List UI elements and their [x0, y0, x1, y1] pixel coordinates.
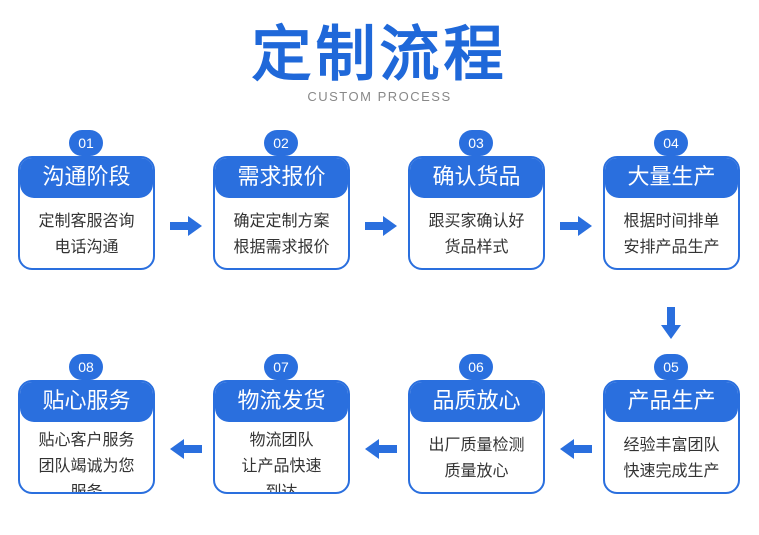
page-subtitle: CUSTOM PROCESS [307, 89, 452, 104]
step-title: 产品生产 [605, 382, 738, 422]
step-description: 确定定制方案 根据需求报价 [215, 198, 348, 260]
page-title: 定制流程 [251, 20, 508, 90]
step-line: 到达 [265, 482, 298, 494]
step-card-08: 08 贴心服务 贴心客户服务 团队竭诚为您 服务 [18, 354, 155, 494]
step-box: 大量生产 根据时间排单 安排产品生产 [603, 156, 740, 270]
step-line: 货品样式 [444, 237, 509, 256]
step-line: 电话沟通 [54, 237, 119, 256]
step-card-01: 01 沟通阶段 定制客服咨询 电话沟通 [18, 130, 155, 270]
step-line: 经验丰富团队 [623, 435, 720, 454]
step-description: 出厂质量检测 质量放心 [410, 422, 543, 484]
step-box: 品质放心 出厂质量检测 质量放心 [408, 380, 545, 494]
arrow-left-icon [365, 439, 397, 459]
step-number-badge: 03 [459, 130, 493, 156]
step-line: 根据需求报价 [233, 237, 330, 256]
step-title: 沟通阶段 [20, 158, 153, 198]
step-number-badge: 08 [69, 354, 103, 380]
step-box: 确认货品 跟买家确认好 货品样式 [408, 156, 545, 270]
step-line: 安排产品生产 [623, 237, 720, 256]
step-line: 让产品快速 [241, 456, 322, 475]
step-number-badge: 07 [264, 354, 298, 380]
arrow-right-icon [365, 216, 397, 236]
step-line: 服务 [70, 482, 103, 494]
step-title: 需求报价 [215, 158, 348, 198]
step-description: 贴心客户服务 团队竭诚为您 服务 [20, 422, 153, 494]
step-line: 确定定制方案 [233, 211, 330, 230]
step-box: 需求报价 确定定制方案 根据需求报价 [213, 156, 350, 270]
step-title: 大量生产 [605, 158, 738, 198]
step-line: 质量放心 [444, 461, 509, 480]
step-card-05: 05 产品生产 经验丰富团队 快速完成生产 [603, 354, 740, 494]
arrow-left-icon [170, 439, 202, 459]
arrow-right-icon [560, 216, 592, 236]
step-box: 产品生产 经验丰富团队 快速完成生产 [603, 380, 740, 494]
step-description: 根据时间排单 安排产品生产 [605, 198, 738, 260]
step-number-badge: 01 [69, 130, 103, 156]
step-description: 经验丰富团队 快速完成生产 [605, 422, 738, 484]
step-line: 根据时间排单 [623, 211, 720, 230]
step-box: 物流发货 物流团队 让产品快速 到达 [213, 380, 350, 494]
step-description: 定制客服咨询 电话沟通 [20, 198, 153, 260]
step-card-03: 03 确认货品 跟买家确认好 货品样式 [408, 130, 545, 270]
step-number-badge: 02 [264, 130, 298, 156]
step-line: 团队竭诚为您 [38, 456, 135, 475]
step-line: 跟买家确认好 [428, 211, 525, 230]
arrow-right-icon [170, 216, 202, 236]
step-title: 贴心服务 [20, 382, 153, 422]
arrow-left-icon [560, 439, 592, 459]
step-number-badge: 05 [654, 354, 688, 380]
step-number-badge: 06 [459, 354, 493, 380]
arrow-down-icon [661, 307, 681, 339]
step-card-02: 02 需求报价 确定定制方案 根据需求报价 [213, 130, 350, 270]
step-box: 贴心服务 贴心客户服务 团队竭诚为您 服务 [18, 380, 155, 494]
step-description: 跟买家确认好 货品样式 [410, 198, 543, 260]
step-line: 定制客服咨询 [38, 211, 135, 230]
step-title: 确认货品 [410, 158, 543, 198]
step-line: 快速完成生产 [623, 461, 720, 480]
step-card-04: 04 大量生产 根据时间排单 安排产品生产 [603, 130, 740, 270]
step-number-badge: 04 [654, 130, 688, 156]
step-line: 出厂质量检测 [428, 435, 525, 454]
step-box: 沟通阶段 定制客服咨询 电话沟通 [18, 156, 155, 270]
step-title: 品质放心 [410, 382, 543, 422]
step-line: 物流团队 [249, 430, 314, 449]
step-title: 物流发货 [215, 382, 348, 422]
step-line: 贴心客户服务 [38, 430, 135, 449]
step-card-07: 07 物流发货 物流团队 让产品快速 到达 [213, 354, 350, 494]
step-description: 物流团队 让产品快速 到达 [215, 422, 348, 494]
step-card-06: 06 品质放心 出厂质量检测 质量放心 [408, 354, 545, 494]
